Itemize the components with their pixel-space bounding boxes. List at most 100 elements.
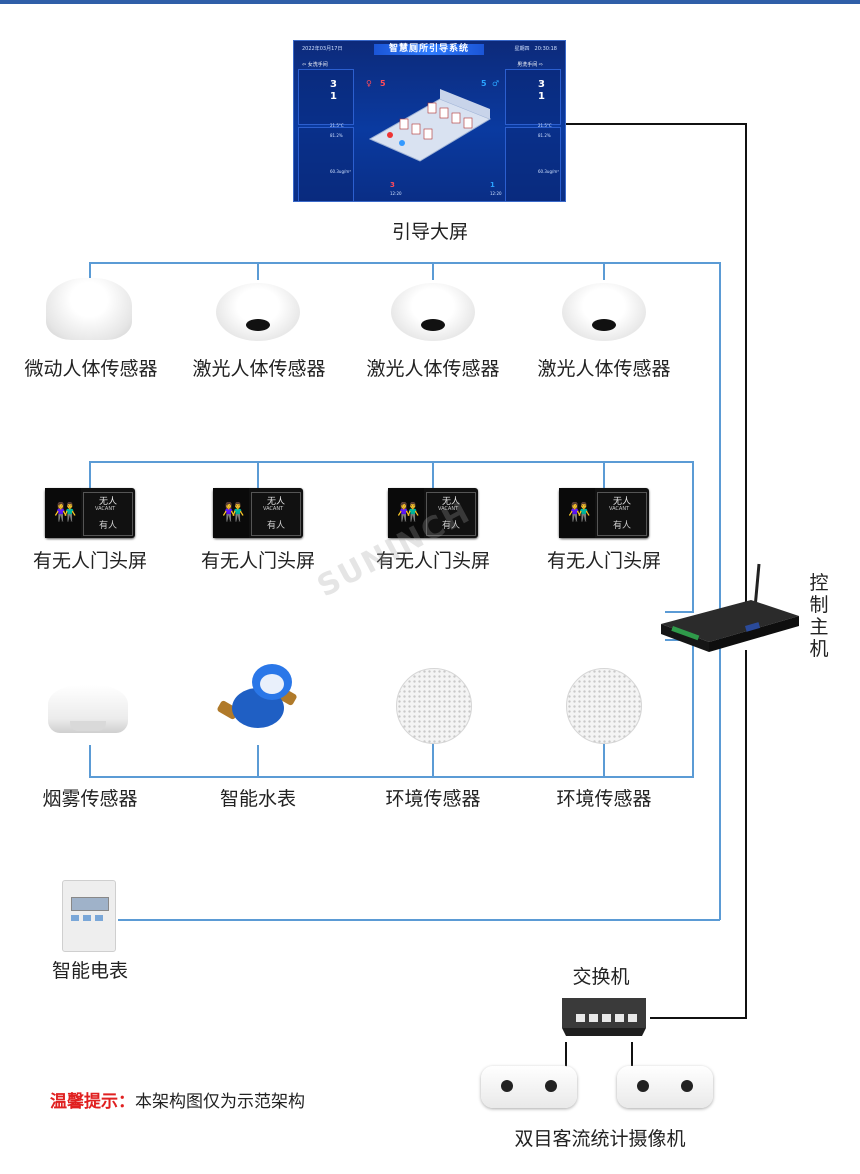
switch-ports bbox=[576, 1014, 637, 1022]
wire-row1-bus bbox=[89, 262, 721, 920]
toilet-people-icon: 👫 bbox=[54, 502, 77, 523]
meter-label: 智能电表 bbox=[51, 960, 128, 982]
door-2-vacant-en: VACANT bbox=[263, 506, 284, 512]
door-3-vacant-en: VACANT bbox=[438, 506, 459, 512]
screen-right-count-b: 1 bbox=[538, 91, 545, 102]
guide-screen: 2022年03月17日 智慧厕所引导系统 星期四 20:30:18 ⇦ 女洗手间… bbox=[293, 40, 566, 202]
door-screen-3-frame bbox=[426, 492, 476, 536]
screen-floor-plan bbox=[368, 89, 492, 162]
screen-bottom-left-count: 3 bbox=[390, 181, 395, 189]
sensor-label-4: 激光人体传感器 bbox=[537, 358, 671, 380]
env-label-4: 环境传感器 bbox=[556, 788, 652, 810]
toilet-people-icon: 👫 bbox=[397, 502, 420, 523]
door-screen-4: 👫 无人 VACANT 有人 bbox=[559, 488, 649, 538]
controller-antenna bbox=[753, 563, 761, 609]
toilet-people-icon: 👫 bbox=[222, 502, 245, 523]
tip-key: 温馨提示： bbox=[50, 1092, 135, 1112]
env-label-3: 环境传感器 bbox=[385, 788, 481, 810]
camera-1-lens-left bbox=[501, 1080, 513, 1092]
electric-meter-button-2 bbox=[83, 915, 91, 921]
screen-left-count-b: 1 bbox=[330, 91, 337, 102]
screen-bottom-right-time: 12:20 bbox=[490, 191, 502, 196]
screen-bottom-right-count: 1 bbox=[490, 181, 495, 189]
screen-left-pm: 60.3ug/m³ bbox=[330, 169, 351, 174]
controller-top bbox=[661, 600, 799, 642]
door-4-vacant-cn: 无人 bbox=[613, 497, 632, 507]
wire-row2-bus bbox=[89, 461, 694, 613]
screen-right-title-text: 男洗手间 bbox=[517, 62, 538, 68]
smoke-sensor-image bbox=[48, 685, 128, 733]
controller-label: 控制主机 bbox=[809, 572, 829, 660]
env-sensor-image-1 bbox=[396, 668, 472, 744]
camera-2-lens-left bbox=[637, 1080, 649, 1092]
screen-right-panel-env bbox=[505, 127, 561, 201]
door-screen-1-left bbox=[45, 488, 81, 538]
electric-meter-button-1 bbox=[71, 915, 79, 921]
smoke-sensor-base bbox=[70, 721, 106, 731]
water-meter-pipe-left bbox=[217, 700, 239, 720]
laser-sensor-lens-2 bbox=[421, 319, 445, 331]
screen-right-temp: 21.5°C bbox=[538, 123, 552, 128]
switch-bottom bbox=[562, 1028, 646, 1036]
door-4-vacant-en: VACANT bbox=[609, 506, 630, 512]
door-label-1: 有无人门头屏 bbox=[32, 550, 147, 572]
screen-right-people: 5 bbox=[481, 79, 487, 88]
env-label-1: 烟雾传感器 bbox=[42, 788, 138, 810]
electric-meter-button-3 bbox=[95, 915, 103, 921]
screen-left-people: 5 bbox=[380, 79, 386, 88]
switch-front bbox=[562, 998, 646, 1028]
screen-left-count-a: 3 bbox=[330, 79, 337, 90]
electric-meter-image bbox=[62, 880, 116, 952]
wire-controller-switch bbox=[650, 650, 747, 1019]
screen-right-panel-top bbox=[505, 69, 561, 125]
door-screen-2: 👫 无人 VACANT 有人 bbox=[213, 488, 303, 538]
micro-motion-sensor-image bbox=[46, 278, 132, 340]
door-1-vacant-cn: 无人 bbox=[99, 497, 118, 507]
door-2-vacant-cn: 无人 bbox=[267, 497, 286, 507]
door-screen-2-frame bbox=[251, 492, 301, 536]
sensor-label-1: 微动人体传感器 bbox=[24, 358, 158, 380]
water-meter-image bbox=[217, 664, 297, 728]
env-label-2: 智能水表 bbox=[219, 788, 296, 810]
top-border bbox=[0, 0, 860, 4]
screen-title: 智慧厕所引导系统 bbox=[374, 44, 484, 55]
switch-label: 交换机 bbox=[572, 966, 630, 988]
screen-left-title: ⇦ 女洗手间 bbox=[302, 62, 328, 68]
screen-left-panel-top bbox=[298, 69, 354, 125]
screen-right-count-a: 3 bbox=[538, 79, 545, 90]
laser-sensor-image-3 bbox=[562, 283, 646, 341]
tip-text: 本架构图仅为示范架构 bbox=[135, 1092, 305, 1112]
camera-1-lens-right bbox=[545, 1080, 557, 1092]
screen-left-title-text: 女洗手间 bbox=[307, 62, 328, 68]
door-screen-4-frame bbox=[597, 492, 647, 536]
screen-left-temp: 21.5°C bbox=[330, 123, 344, 128]
screen-right-title: 男洗手间 ⇨ bbox=[517, 62, 543, 68]
door-1-occupied-cn: 有人 bbox=[99, 521, 118, 531]
door-label-3: 有无人门头屏 bbox=[375, 550, 490, 572]
screen-right-humidity: 81.2% bbox=[538, 133, 551, 138]
laser-sensor-lens-3 bbox=[592, 319, 616, 331]
sensor-label-3: 激光人体传感器 bbox=[366, 358, 500, 380]
cameras-label: 双目客流统计摄像机 bbox=[514, 1128, 686, 1150]
toilet-people-icon: 👫 bbox=[568, 502, 591, 523]
electric-meter-display bbox=[71, 897, 109, 911]
door-label-4: 有无人门头屏 bbox=[546, 550, 661, 572]
door-label-2: 有无人门头屏 bbox=[200, 550, 315, 572]
tip-note: 温馨提示：本架构图仅为示范架构 bbox=[50, 1087, 305, 1112]
screen-time: 星期四 20:30:18 bbox=[514, 46, 557, 52]
screen-label: 引导大屏 bbox=[391, 221, 468, 243]
controller-side-front bbox=[709, 616, 799, 652]
controller-image bbox=[661, 563, 799, 652]
door-2-occupied-cn: 有人 bbox=[267, 521, 286, 531]
door-screen-4-left bbox=[559, 488, 595, 538]
screen-female-icon: ♀ bbox=[366, 79, 372, 88]
camera-2-lens-right bbox=[681, 1080, 693, 1092]
door-screen-1-frame bbox=[83, 492, 133, 536]
camera-image-1 bbox=[481, 1066, 577, 1108]
door-3-occupied-cn: 有人 bbox=[442, 521, 461, 531]
screen-left-panel-env bbox=[298, 127, 354, 201]
screen-left-humidity: 81.2% bbox=[330, 133, 343, 138]
laser-sensor-lens-1 bbox=[246, 319, 270, 331]
door-screen-3-left bbox=[388, 488, 424, 538]
controller-terminal-block bbox=[671, 626, 700, 641]
